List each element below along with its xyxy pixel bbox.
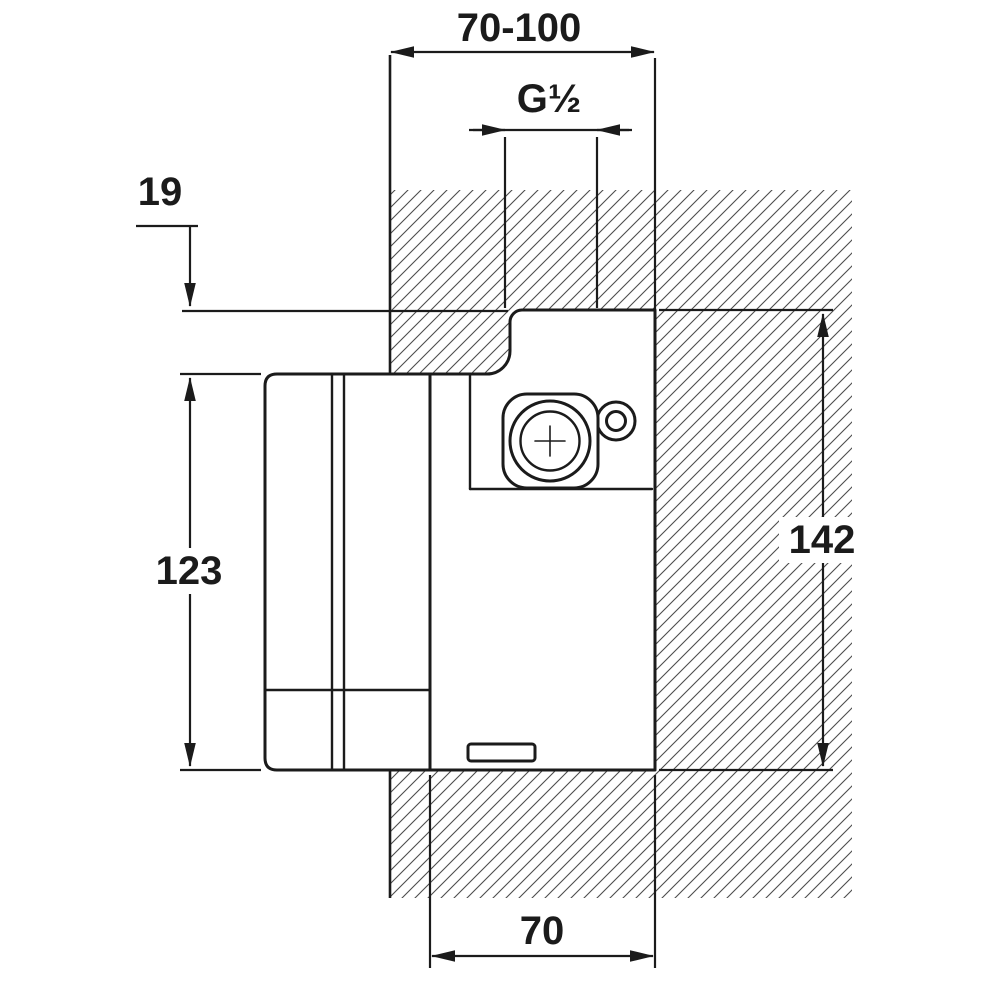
dim-top-offset: 19 [136, 170, 508, 313]
mounting-box [263, 372, 432, 772]
dim-thread-label: G½ [517, 77, 581, 121]
retaining-clip [466, 742, 537, 763]
valve-body-housing [428, 308, 657, 772]
port-inner-circle [519, 410, 581, 472]
dim-wall-depth-label: 70-100 [457, 6, 582, 50]
dim-overall-height: 142 [659, 308, 867, 772]
dim-front-height-label: 123 [156, 549, 223, 593]
wall-hatching [390, 190, 852, 898]
mounting-tab-hole [605, 410, 627, 432]
dim-overall-height-label-mask [779, 517, 867, 563]
valve-body [263, 308, 657, 772]
dim-body-depth-label: 70 [520, 909, 565, 953]
connection-port [501, 392, 637, 490]
dim-body-depth: 70 [428, 775, 657, 968]
dim-thread: G½ [469, 77, 632, 308]
dim-overall-height-label: 142 [789, 518, 856, 562]
dim-wall-depth: 70-100 [390, 6, 657, 309]
dim-front-height-label-mask [150, 548, 228, 594]
dim-front-height: 123 [150, 372, 261, 772]
dim-top-offset-label: 19 [138, 170, 183, 214]
